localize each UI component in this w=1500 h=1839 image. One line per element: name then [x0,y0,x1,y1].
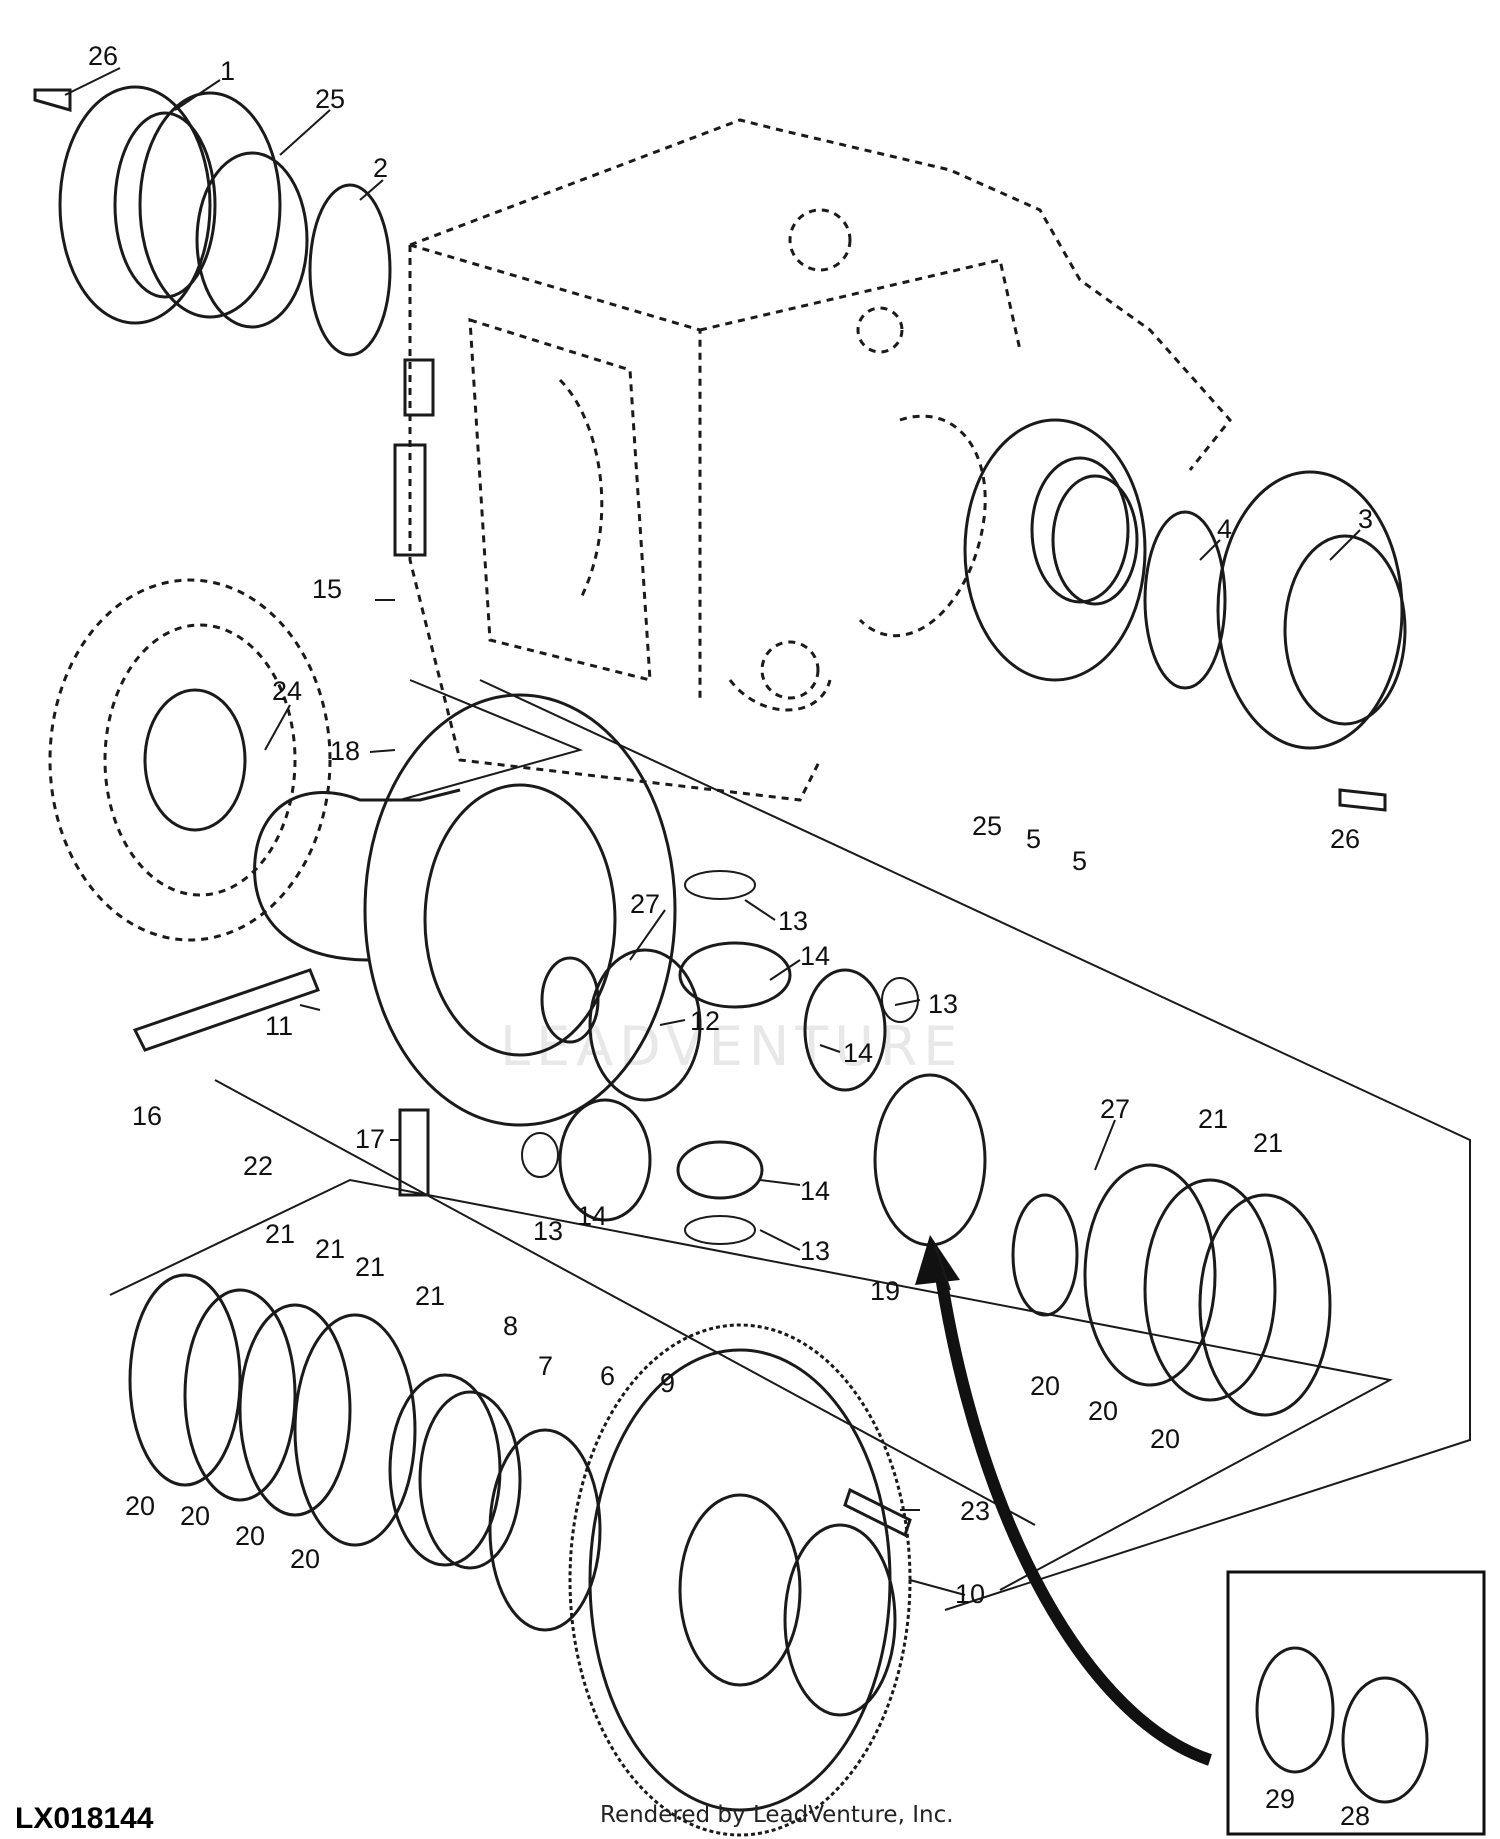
callout-26: 26 [1330,824,1360,854]
callout-18: 18 [330,736,360,766]
callout-21: 21 [1198,1104,1228,1134]
assembly-guide-lines [109,679,1471,1611]
pinion-shaft [132,968,320,1052]
callout-27: 27 [1100,1094,1130,1124]
callout-16: 16 [132,1101,162,1131]
callout-13: 13 [800,1236,830,1266]
callout-9: 9 [660,1368,675,1398]
callout-5: 5 [1026,824,1041,854]
callout-2: 2 [373,153,388,183]
callout-12: 12 [690,1006,720,1036]
callout-7: 7 [538,1351,553,1381]
callout-26: 26 [88,41,118,71]
inset-panel [1226,1570,1486,1836]
transmission-housing [408,118,1232,802]
differential-case [143,358,677,1197]
callout-11: 11 [265,1011,293,1041]
callout-27: 27 [630,889,660,919]
callout-14: 14 [843,1038,873,1068]
callout-21: 21 [265,1219,295,1249]
callout-17: 17 [355,1124,385,1154]
callout-23: 23 [960,1496,990,1526]
callout-5: 5 [1072,846,1087,876]
callout-15: 15 [312,574,342,604]
callout-21: 21 [355,1252,385,1282]
callout-13: 13 [928,989,958,1019]
watermark: LEADVENTURE [500,1015,963,1078]
callout-13: 13 [533,1216,563,1246]
callout-14: 14 [800,941,830,971]
ring-gear [568,1323,912,1837]
callout-labels: 26 1 25 2 4 3 25 5 5 26 15 24 18 27 13 1… [88,41,1373,1831]
callout-13: 13 [778,906,808,936]
callout-20: 20 [1150,1424,1180,1454]
callout-20: 20 [1088,1396,1118,1426]
clutch-pack-right [873,1073,1332,1417]
bearing-flange-top-left [33,85,392,357]
callout-20: 20 [180,1501,210,1531]
callout-14: 14 [577,1201,607,1231]
callout-14: 14 [800,1176,830,1206]
callout-24: 24 [272,676,302,706]
callout-20: 20 [125,1491,155,1521]
callout-4: 4 [1217,514,1232,544]
callout-20: 20 [235,1521,265,1551]
callout-1: 1 [220,56,235,86]
callout-22: 22 [243,1151,273,1181]
callout-leader-lines [64,67,1361,1596]
callout-19: 19 [870,1276,900,1306]
callout-10: 10 [955,1579,985,1609]
callout-21: 21 [1253,1128,1283,1158]
callout-20: 20 [290,1544,320,1574]
figure-code: LX018144 [15,1802,154,1835]
callout-25: 25 [972,811,1002,841]
callout-29: 29 [1265,1784,1295,1814]
bearing-flange-right [963,418,1407,812]
callout-21: 21 [315,1234,345,1264]
ring-gear-outline [48,578,332,942]
credit-line: Rendered by LeadVenture, Inc. [600,1802,954,1828]
direction-arrow [915,1235,1212,1766]
callout-6: 6 [600,1361,615,1391]
callout-28: 28 [1340,1801,1370,1831]
callout-25: 25 [315,84,345,114]
callout-8: 8 [503,1311,518,1341]
callout-21: 21 [415,1281,445,1311]
callout-20: 20 [1030,1371,1060,1401]
callout-3: 3 [1358,504,1373,534]
clutch-pack-left [128,1273,602,1632]
